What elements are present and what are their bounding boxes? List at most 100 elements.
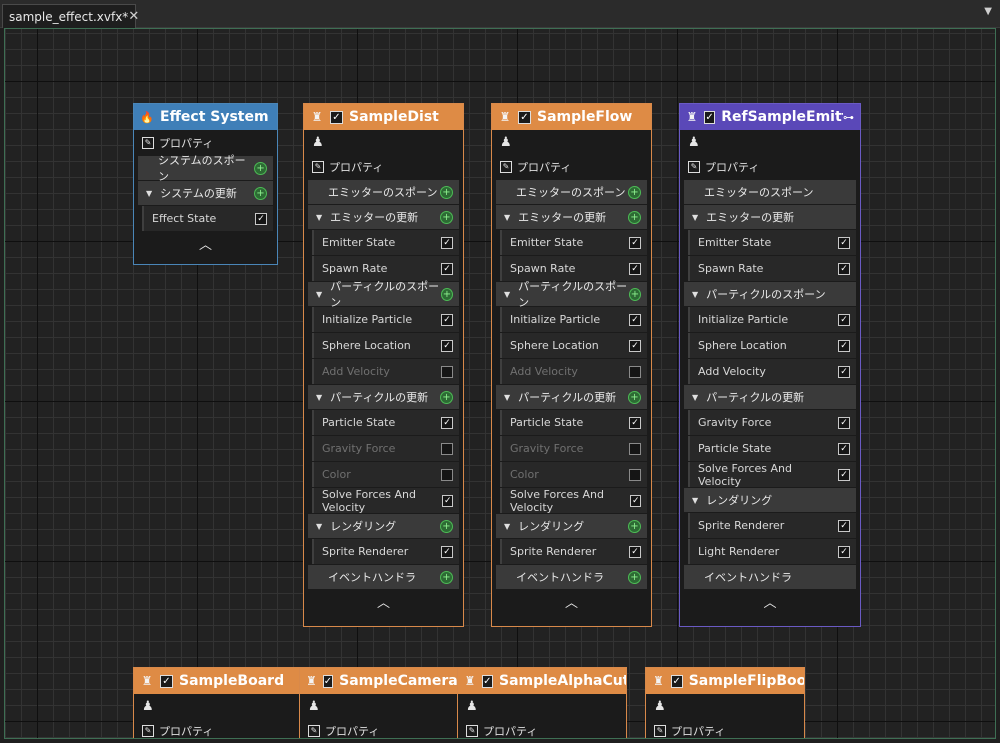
collapse-button[interactable]: ︿ [564, 595, 578, 611]
module-checkbox[interactable] [441, 365, 453, 378]
module-row[interactable]: Solve Forces And Velocity✓ [312, 488, 459, 514]
collapse-button[interactable]: ︿ [198, 237, 212, 253]
properties-row[interactable]: ✎プロパティ [680, 154, 860, 179]
enable-checkbox[interactable]: ✓ [160, 674, 173, 688]
node-header[interactable]: ♜✓RefSampleEmitter⊶ [680, 104, 860, 130]
module-checkbox[interactable]: ✓ [838, 313, 850, 326]
module-checkbox[interactable]: ✓ [838, 545, 850, 558]
module-checkbox[interactable]: ✓ [441, 313, 453, 326]
properties-row[interactable]: ✎プロパティ [134, 718, 300, 738]
ref-emitter-node[interactable]: ♜✓RefSampleEmitter⊶♟✎プロパティエミッターのスポーン▼エミッ… [679, 103, 861, 627]
module-row[interactable]: Add Velocity [312, 359, 459, 384]
module-row[interactable]: Effect State✓ [142, 206, 273, 231]
add-module-icon[interactable]: + [628, 210, 641, 224]
stage-section[interactable]: ▼レンダリング+ [308, 514, 459, 538]
enable-checkbox[interactable]: ✓ [518, 110, 531, 124]
module-checkbox[interactable]: ✓ [629, 262, 641, 275]
properties-row[interactable]: ✎プロパティ [492, 154, 651, 179]
stage-section[interactable]: ▼パーティクルのスポーン+ [496, 280, 647, 309]
expand-triangle-icon[interactable]: ▼ [692, 495, 699, 505]
module-row[interactable]: Gravity Force✓ [688, 410, 856, 435]
properties-row[interactable]: ✎プロパティ [304, 154, 463, 179]
stage-section[interactable]: イベントハンドラ+ [496, 565, 647, 589]
module-checkbox[interactable]: ✓ [630, 494, 641, 507]
node-header[interactable]: ♜✓SampleFlipBook [646, 668, 804, 694]
module-checkbox[interactable]: ✓ [838, 519, 850, 532]
module-checkbox[interactable]: ✓ [441, 262, 453, 275]
emitter-node-samplealphacutoff[interactable]: ♜✓SampleAlphaCutoff♟✎プロパティ [457, 667, 627, 738]
stage-section[interactable]: エミッターのスポーン+ [496, 180, 647, 204]
module-checkbox[interactable]: ✓ [838, 442, 850, 455]
module-row[interactable]: Particle State✓ [500, 410, 647, 435]
chevron-down-icon[interactable]: ▼ [984, 6, 992, 17]
module-checkbox[interactable]: ✓ [441, 339, 453, 352]
stage-section[interactable]: ▼エミッターの更新+ [308, 205, 459, 229]
module-checkbox[interactable]: ✓ [629, 339, 641, 352]
expand-triangle-icon[interactable]: ▼ [692, 289, 699, 299]
node-header[interactable]: ♜✓SampleDist [304, 104, 463, 130]
emitter-node-samplecamerafade[interactable]: ♜✓SampleCameraFade♟✎プロパティ [299, 667, 459, 738]
emitter-node-sampleflow[interactable]: ♜✓SampleFlow♟✎プロパティエミッターのスポーン+▼エミッターの更新+… [491, 103, 652, 627]
expand-triangle-icon[interactable]: ▼ [504, 392, 511, 402]
enable-checkbox[interactable]: ✓ [330, 110, 343, 124]
stage-section[interactable]: エミッターのスポーン [684, 180, 856, 204]
module-row[interactable]: Sprite Renderer✓ [688, 513, 856, 538]
enable-checkbox[interactable]: ✓ [481, 674, 493, 688]
module-checkbox[interactable]: ✓ [838, 416, 850, 429]
add-module-icon[interactable]: + [440, 185, 453, 199]
module-checkbox[interactable]: ✓ [442, 494, 453, 507]
expand-triangle-icon[interactable]: ▼ [692, 212, 699, 222]
add-module-icon[interactable]: + [440, 570, 453, 584]
properties-row[interactable]: ✎プロパティ [300, 718, 458, 738]
expand-triangle-icon[interactable]: ▼ [504, 521, 511, 531]
enable-checkbox[interactable]: ✓ [322, 674, 334, 688]
add-module-icon[interactable]: + [440, 390, 453, 404]
module-row[interactable]: Spawn Rate✓ [500, 256, 647, 281]
node-header[interactable]: ♜✓SampleFlow [492, 104, 651, 130]
link-icon[interactable]: ⊶ [843, 110, 854, 124]
module-checkbox[interactable]: ✓ [838, 365, 850, 378]
module-checkbox[interactable]: ✓ [838, 262, 850, 275]
add-module-icon[interactable]: + [254, 161, 267, 175]
node-graph-canvas[interactable]: 🔥Effect System✎プロパティシステムのスポーン+▼システムの更新+E… [4, 28, 996, 739]
enable-checkbox[interactable]: ✓ [670, 674, 683, 688]
collapse-button[interactable]: ︿ [376, 595, 390, 611]
effect-system-node[interactable]: 🔥Effect System✎プロパティシステムのスポーン+▼システムの更新+E… [133, 103, 278, 265]
module-checkbox[interactable] [441, 442, 453, 455]
stage-section[interactable]: イベントハンドラ [684, 565, 856, 589]
stage-section[interactable]: イベントハンドラ+ [308, 565, 459, 589]
node-header[interactable]: ♜✓SampleCameraFade [300, 668, 458, 694]
module-row[interactable]: Light Renderer✓ [688, 539, 856, 564]
stage-section[interactable]: ▼システムの更新+ [138, 181, 273, 205]
node-header[interactable]: ♜✓SampleBoard [134, 668, 300, 694]
module-row[interactable]: Initialize Particle✓ [688, 307, 856, 332]
expand-triangle-icon[interactable]: ▼ [504, 289, 511, 299]
add-module-icon[interactable]: + [628, 390, 641, 404]
emitter-node-sampleflipbook[interactable]: ♜✓SampleFlipBook♟✎プロパティ [645, 667, 805, 738]
properties-row[interactable]: ✎プロパティ [458, 718, 626, 738]
module-row[interactable]: Sprite Renderer✓ [500, 539, 647, 564]
module-row[interactable]: Particle State✓ [688, 436, 856, 461]
module-row[interactable]: Solve Forces And Velocity✓ [500, 488, 647, 514]
module-row[interactable]: Add Velocity✓ [688, 359, 856, 384]
add-module-icon[interactable]: + [628, 287, 641, 301]
module-row[interactable]: Particle State✓ [312, 410, 459, 435]
module-row[interactable]: Color [312, 462, 459, 487]
module-checkbox[interactable] [629, 365, 641, 378]
stage-section[interactable]: ▼レンダリング [684, 488, 856, 512]
module-checkbox[interactable]: ✓ [629, 236, 641, 249]
enable-checkbox[interactable]: ✓ [703, 110, 716, 124]
module-row[interactable]: Emitter State✓ [500, 230, 647, 255]
emitter-node-sampleboard[interactable]: ♜✓SampleBoard♟✎プロパティ [133, 667, 301, 738]
module-row[interactable]: Sphere Location✓ [688, 333, 856, 358]
module-row[interactable]: Spawn Rate✓ [688, 256, 856, 281]
stage-section[interactable]: ▼エミッターの更新 [684, 205, 856, 229]
module-checkbox[interactable]: ✓ [629, 416, 641, 429]
emitter-node-sampledist[interactable]: ♜✓SampleDist♟✎プロパティエミッターのスポーン+▼エミッターの更新+… [303, 103, 464, 627]
node-header[interactable]: ♜✓SampleAlphaCutoff [458, 668, 626, 694]
stage-section[interactable]: ▼パーティクルのスポーン [684, 282, 856, 306]
module-row[interactable]: Initialize Particle✓ [500, 307, 647, 332]
add-module-icon[interactable]: + [440, 210, 453, 224]
module-checkbox[interactable]: ✓ [629, 545, 641, 558]
expand-triangle-icon[interactable]: ▼ [692, 392, 699, 402]
